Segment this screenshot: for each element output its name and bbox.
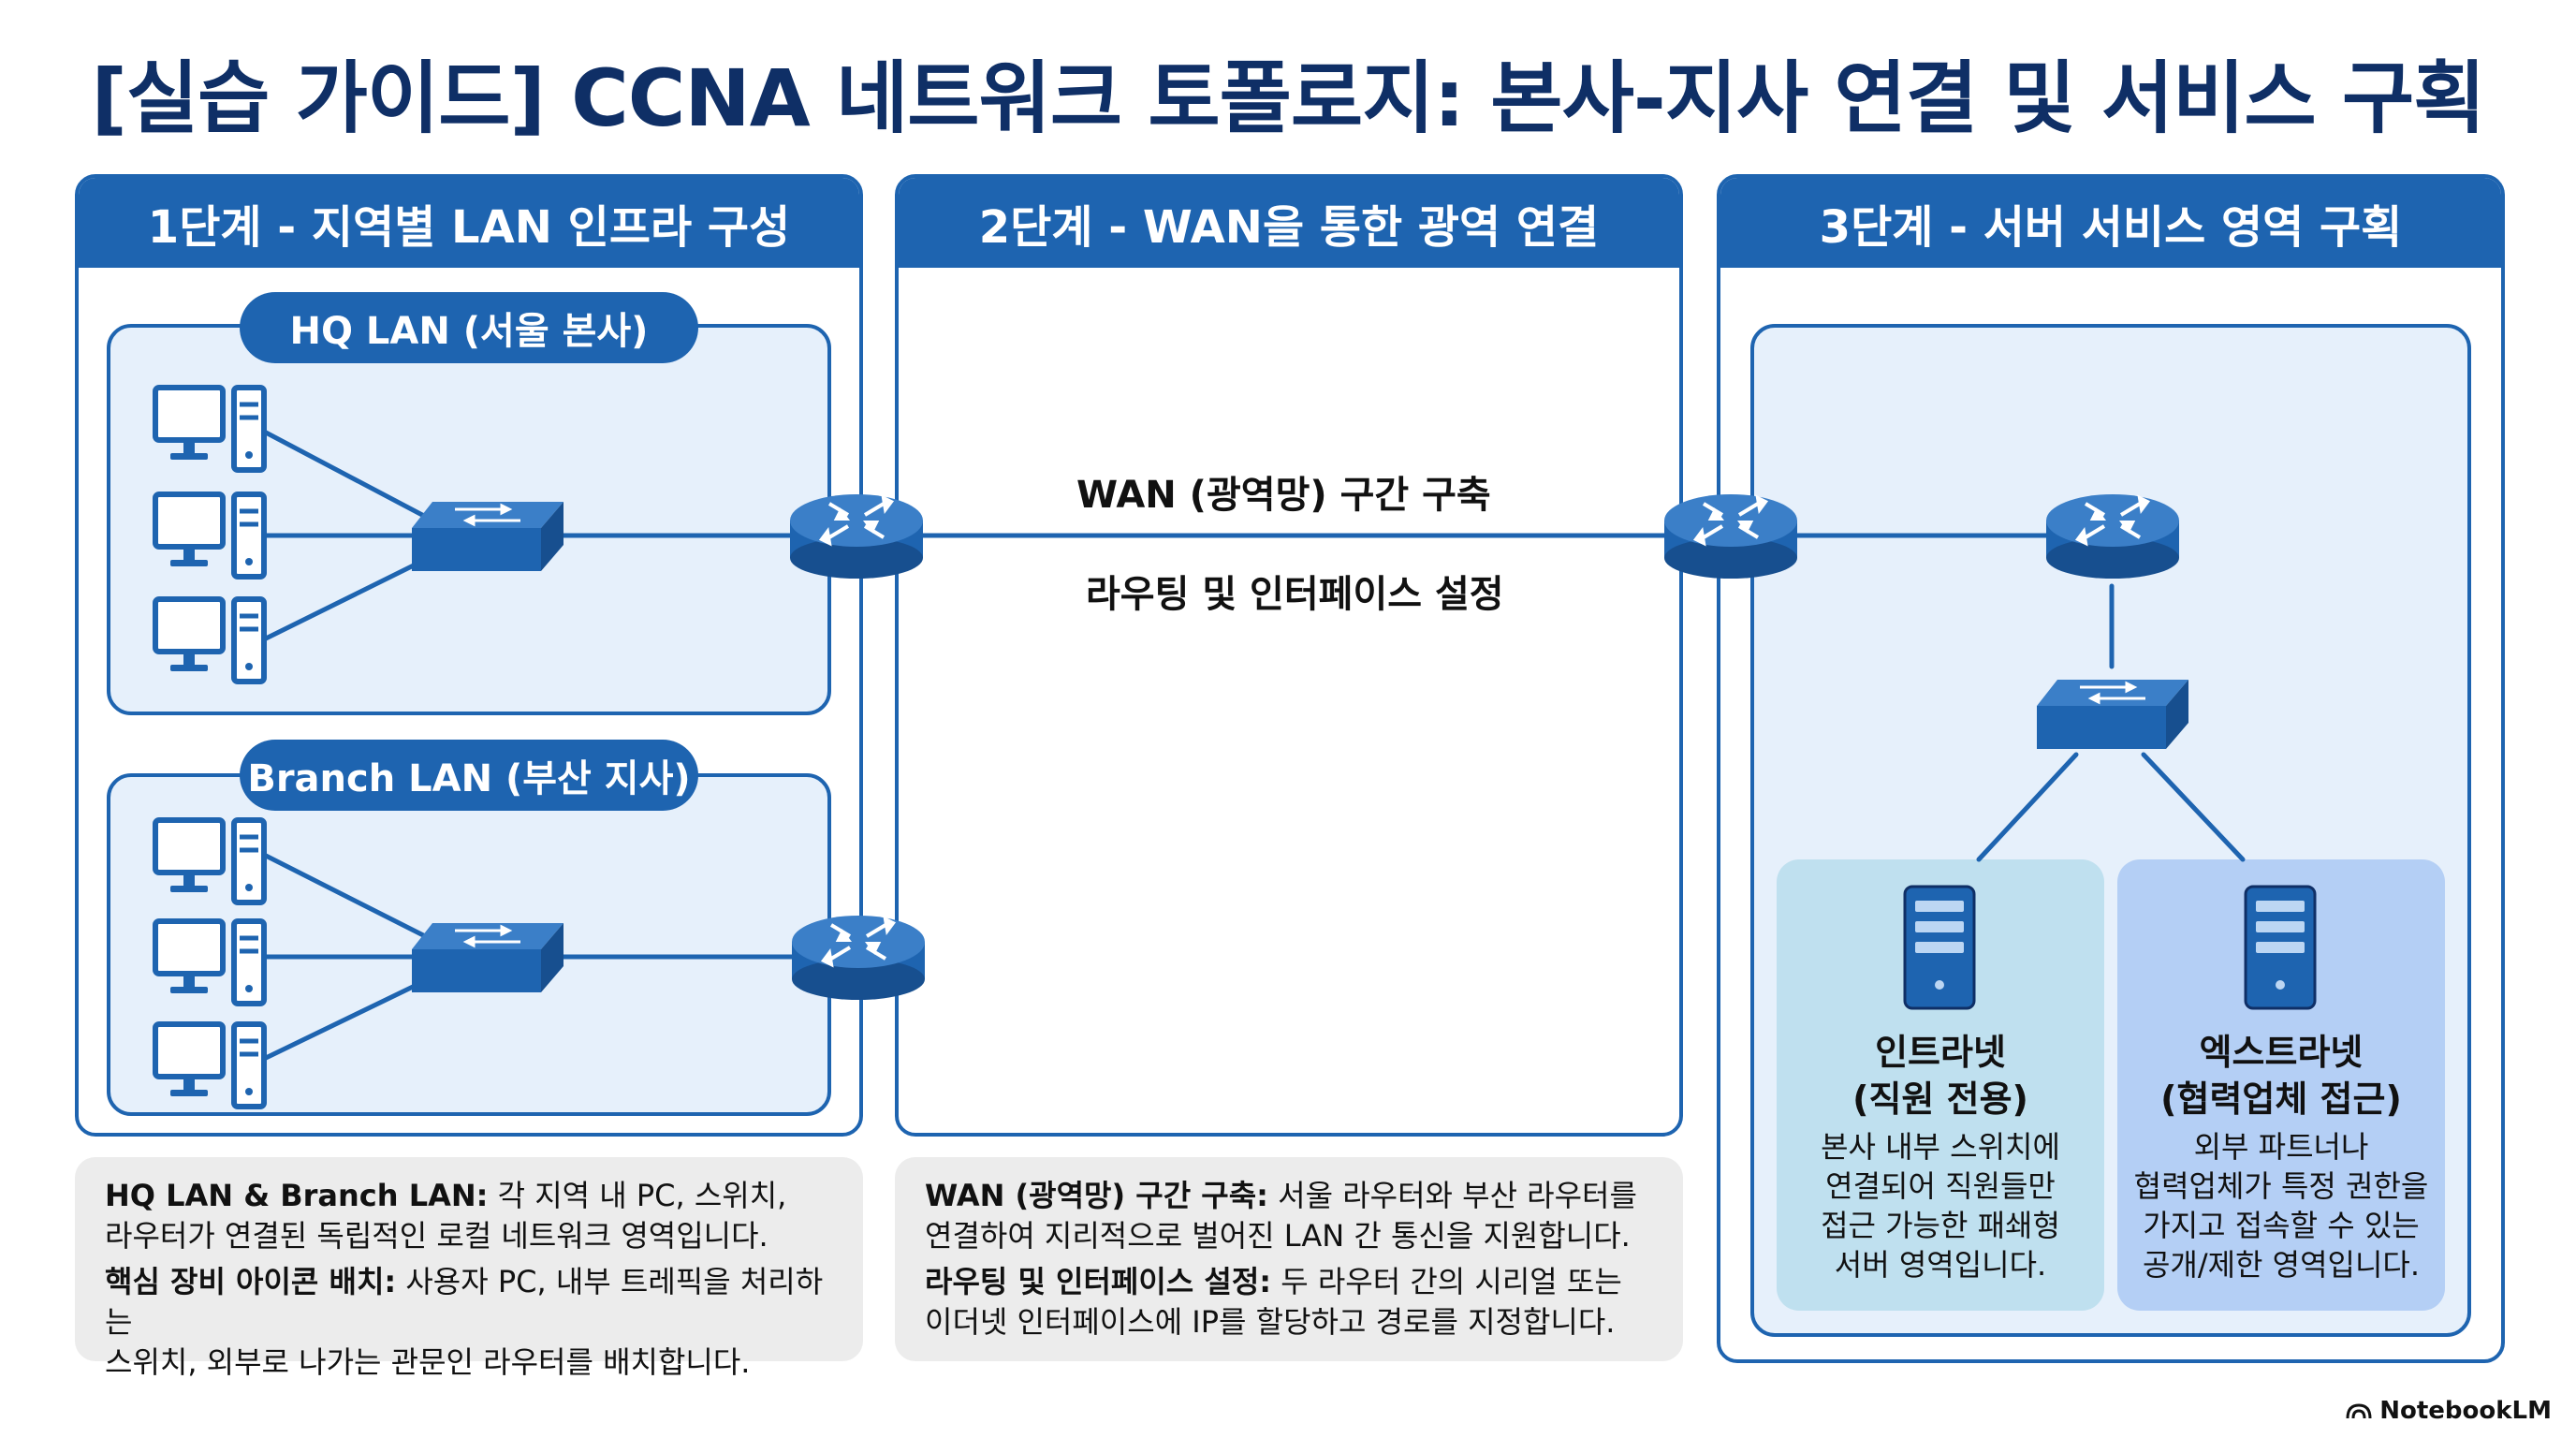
page-title: [실습 가이드] CCNA 네트워크 토폴로지: 본사-지사 연결 및 서비스 … <box>91 52 2485 144</box>
routing-label: 라우팅 및 인터페이스 설정 <box>1086 573 1504 616</box>
note-lan-heading-1: HQ LAN & Branch LAN: <box>105 1178 489 1213</box>
extranet-desc-2: 협력업체가 특정 권한을 <box>2133 1168 2429 1204</box>
brand-watermark: NotebookLM <box>2346 1397 2552 1425</box>
note-wan-text-2b: 이더넷 인터페이스에 IP를 할당하고 경로를 지정합니다. <box>925 1304 1616 1340</box>
router-icon <box>2046 494 2179 579</box>
extranet-desc-4: 공개/제한 영역입니다. <box>2142 1247 2421 1283</box>
pc-icon <box>153 1021 267 1109</box>
intranet-title: 인트라넷 <box>1875 1032 2006 1073</box>
note-wan-heading-2: 라우팅 및 인터페이스 설정: <box>925 1264 1272 1299</box>
link-hq-pc1-switch <box>263 430 443 527</box>
note-lan: HQ LAN & Branch LAN: 각 지역 내 PC, 스위치, 라우터… <box>75 1157 863 1380</box>
pc-icon <box>153 492 267 580</box>
note-wan: WAN (광역망) 구간 구축: 서울 라우터와 부산 라우터를 연결하여 지리… <box>895 1157 1683 1361</box>
pc-icon <box>153 918 267 1006</box>
pc-icon <box>153 596 267 684</box>
stage-2-panel: 2단계 - WAN을 통한 광역 연결 <box>895 174 1683 1137</box>
extranet-title: 엑스트라넷 <box>2199 1032 2364 1073</box>
hq-lan-label: HQ LAN (서울 본사) <box>240 292 698 363</box>
wan-label: WAN (광역망) 구간 구축 <box>1076 474 1491 517</box>
branch-lan-label: Branch LAN (부산 지사) <box>240 740 698 811</box>
intranet-desc-4: 서버 영역입니다. <box>1834 1247 2047 1283</box>
stage-1-header: 1단계 - 지역별 LAN 인프라 구성 <box>79 178 859 268</box>
intranet-subtitle: (직원 전용) <box>1852 1078 2028 1120</box>
extranet-desc-1: 외부 파트너나 <box>2193 1129 2369 1165</box>
intranet-desc-1: 본사 내부 스위치에 <box>1821 1129 2060 1165</box>
switch-icon <box>412 502 564 571</box>
link-hq-pc3-switch <box>263 550 443 641</box>
stage-2-header: 2단계 - WAN을 통한 광역 연결 <box>899 178 1679 268</box>
intranet-desc-2: 연결되어 직원들만 <box>1825 1168 2056 1204</box>
link-switch-extranet <box>2141 752 2246 862</box>
note-wan-heading-1: WAN (광역망) 구간 구축: <box>925 1178 1268 1213</box>
note-lan-text-2a: 사용자 PC, 내부 트레픽을 처리하는 <box>105 1264 824 1340</box>
pc-icon <box>153 817 267 905</box>
switch-icon <box>2037 680 2188 749</box>
server-icon <box>2244 885 2317 1010</box>
note-lan-text-2b: 스위치, 외부로 나가는 관문인 라우터를 배치합니다. <box>105 1344 751 1380</box>
router-icon <box>792 916 925 1000</box>
note-wan-text-1a: 서울 라우터와 부산 라우터를 <box>1267 1178 1637 1213</box>
link-br-pc1-switch <box>263 853 443 946</box>
extranet-subtitle: (협력업체 접근) <box>2160 1078 2402 1120</box>
intranet-desc-3: 접근 가능한 패쇄형 <box>1821 1208 2060 1243</box>
note-lan-text-1a: 각 지역 내 PC, 스위치, <box>488 1178 787 1213</box>
note-lan-text-1b: 라우터가 연결된 독립적인 로컬 네트워크 영역입니다. <box>105 1218 768 1254</box>
server-icon <box>1903 885 1976 1010</box>
link-switch-intranet <box>1976 752 2079 862</box>
note-lan-heading-2: 핵심 장비 아이콘 배치: <box>105 1264 397 1299</box>
brand-text: NotebookLM <box>2379 1397 2552 1425</box>
pc-icon <box>153 385 267 473</box>
extranet-desc-3: 가지고 접속할 수 있는 <box>2143 1208 2420 1243</box>
link-br-pc3-switch <box>263 971 443 1061</box>
switch-icon <box>412 923 564 992</box>
router-icon <box>790 494 923 579</box>
notebooklm-logo-icon <box>2346 1403 2372 1419</box>
note-wan-text-1b: 연결하여 지리적으로 벌어진 LAN 간 통신을 지원합니다. <box>925 1218 1631 1254</box>
router-icon <box>1664 494 1797 579</box>
stage-3-header: 3단계 - 서버 서비스 영역 구획 <box>1720 178 2501 268</box>
note-wan-text-2a: 두 라우터 간의 시리얼 또는 <box>1271 1264 1622 1299</box>
